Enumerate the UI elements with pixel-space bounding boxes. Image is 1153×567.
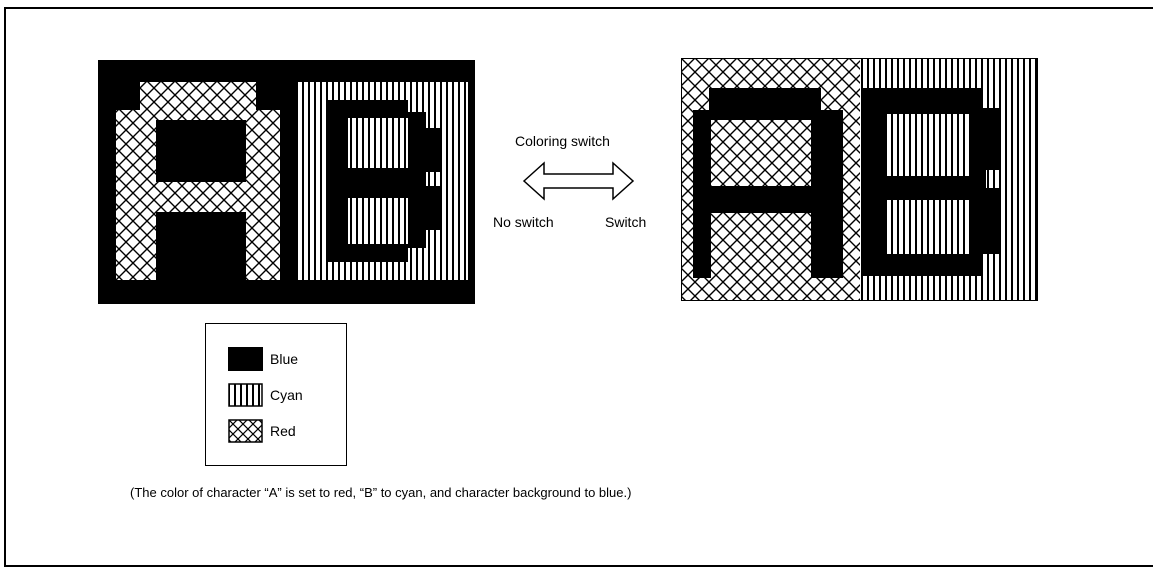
solid-swatch-icon	[228, 347, 263, 371]
coloring-switch-label: Coloring switch	[515, 133, 610, 149]
vertical-stripes-swatch-icon	[228, 383, 263, 407]
switched-color-display	[681, 58, 1038, 301]
legend-label-red: Red	[270, 423, 296, 439]
legend: Blue Cyan	[205, 323, 347, 466]
original-color-graphic	[98, 60, 475, 304]
no-switch-label: No switch	[493, 214, 554, 230]
legend-label-cyan: Cyan	[270, 387, 303, 403]
original-color-display	[98, 60, 475, 304]
double-arrow-icon	[522, 161, 635, 201]
switched-color-graphic	[681, 58, 1038, 301]
legend-label-blue: Blue	[270, 351, 298, 367]
caption: (The color of character “A” is set to re…	[130, 485, 631, 500]
cross-hatch-swatch-icon	[228, 419, 263, 443]
switch-label: Switch	[605, 214, 646, 230]
